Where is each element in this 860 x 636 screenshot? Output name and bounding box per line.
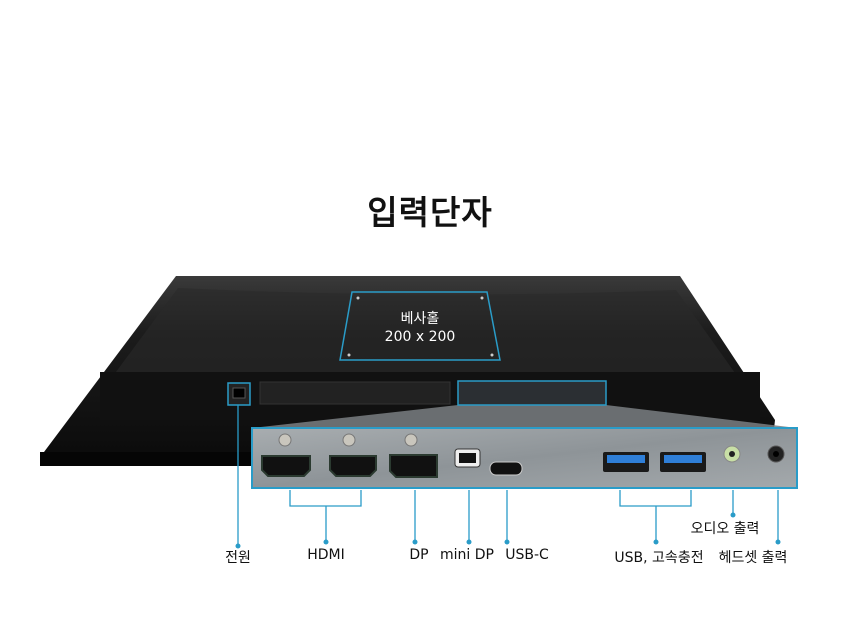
audio-jack xyxy=(723,445,741,463)
callout-lines xyxy=(237,405,779,546)
label-mini-dp: mini DP xyxy=(440,547,494,563)
vesa-outline xyxy=(339,291,501,361)
vesa-size: 200 x 200 xyxy=(384,329,456,345)
label-dp: DP xyxy=(409,547,429,563)
usb-port-1 xyxy=(603,452,649,472)
usb-c-port xyxy=(489,461,523,476)
label-usb: USB, 고속충전 xyxy=(614,550,704,566)
hdmi-port-2 xyxy=(329,455,377,477)
label-power: 전원 xyxy=(225,550,251,566)
usb-port-2 xyxy=(660,452,706,472)
headset-jack xyxy=(767,445,785,463)
label-headset-out: 헤드셋 출력 xyxy=(718,550,788,566)
page-title: 입력단자 xyxy=(367,193,493,232)
vent-grille xyxy=(259,381,451,405)
label-usb-c: USB-C xyxy=(505,547,549,563)
label-audio-out: 오디오 출력 xyxy=(690,521,760,537)
ports-highlight xyxy=(457,380,607,406)
vesa-label: 베사홀 xyxy=(400,311,440,327)
hdmi-port-1 xyxy=(261,455,311,477)
callout-dots xyxy=(235,512,781,549)
label-hdmi: HDMI xyxy=(307,547,345,563)
mini-dp-port xyxy=(454,448,481,468)
dp-port xyxy=(389,454,438,478)
